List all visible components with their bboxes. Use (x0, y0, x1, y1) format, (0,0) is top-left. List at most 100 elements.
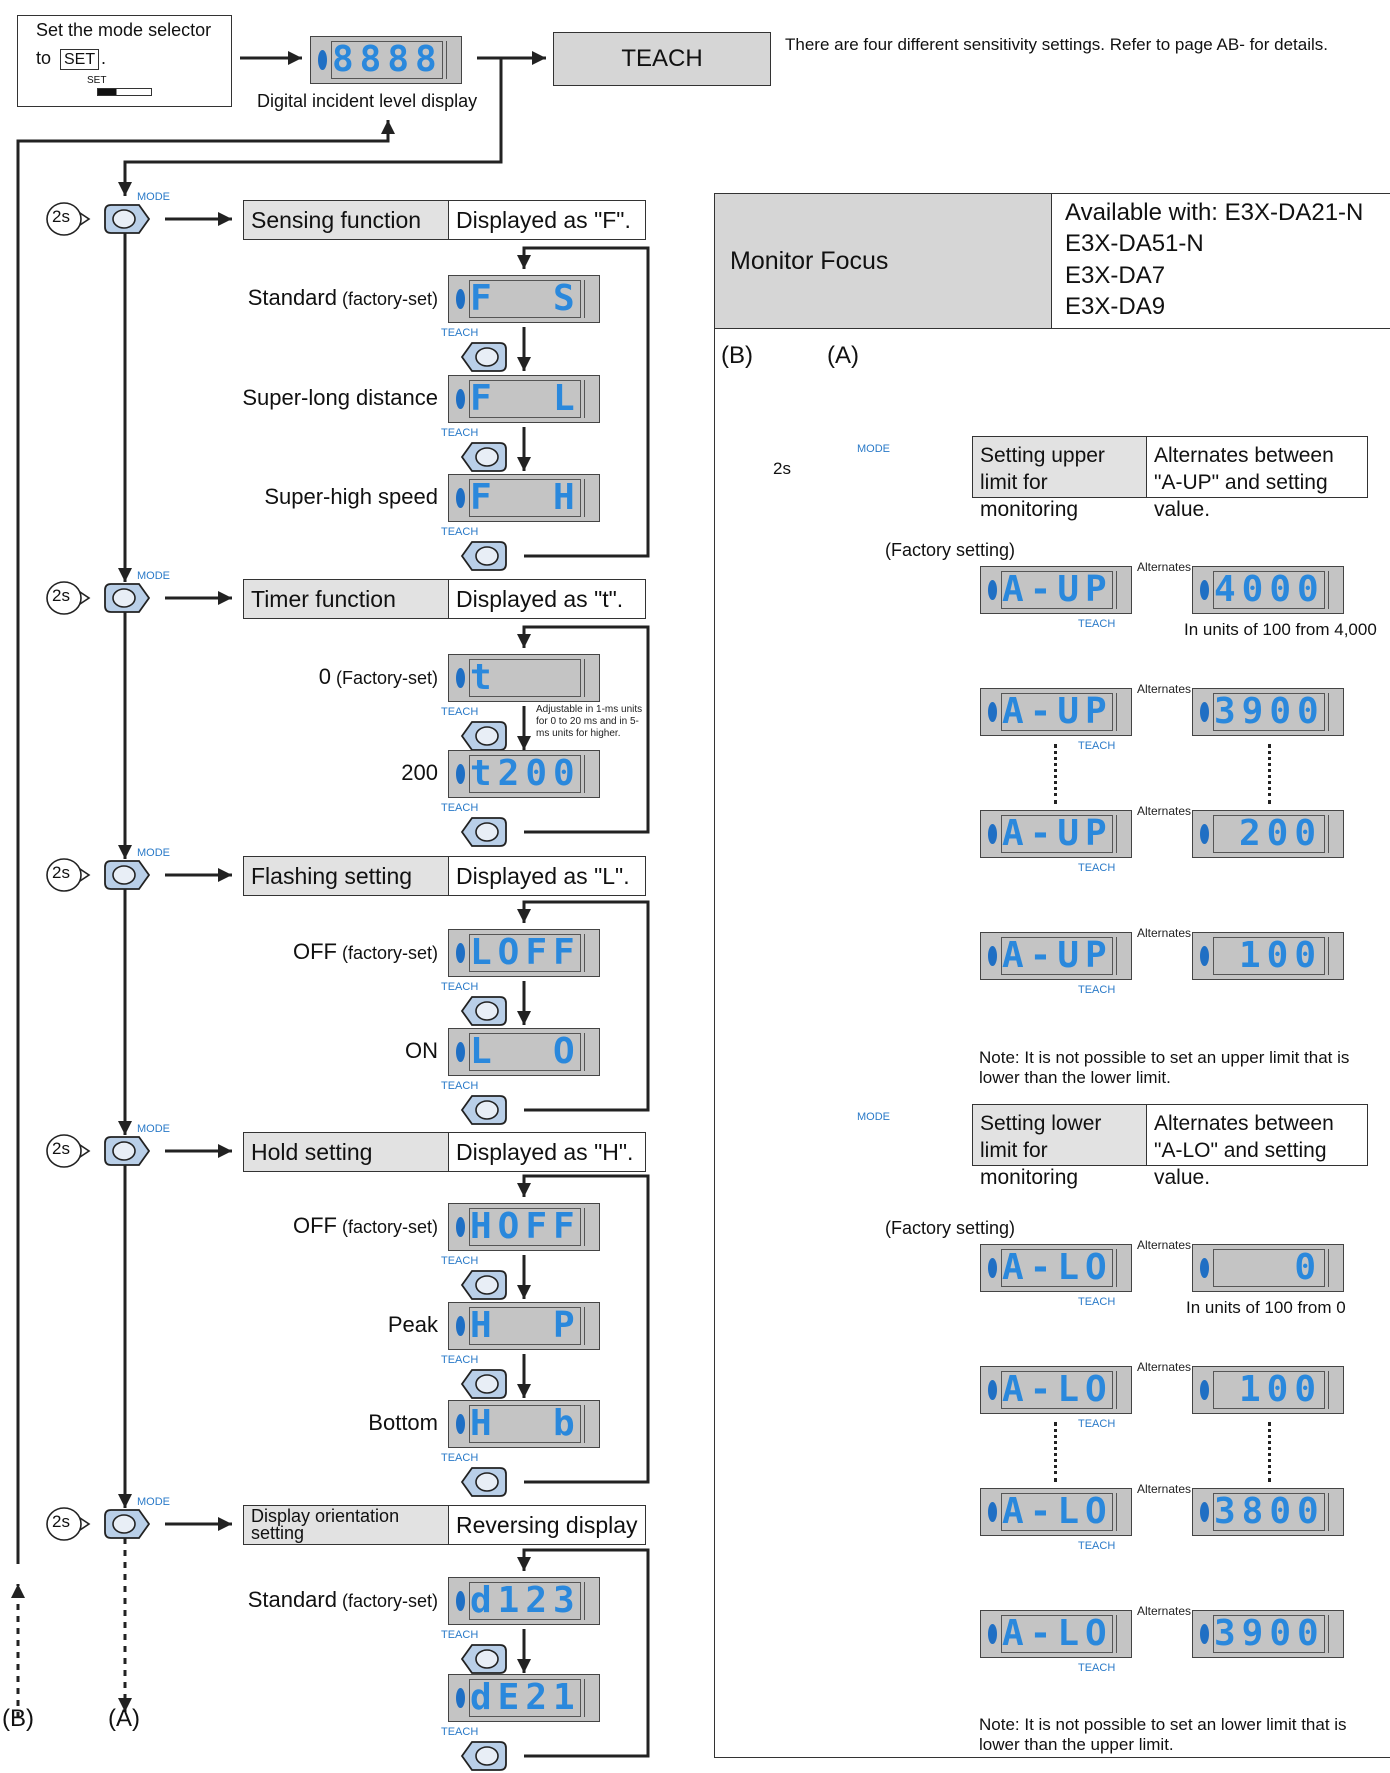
display-led-dot (456, 668, 465, 688)
option-qualifier: (factory-set) (336, 289, 438, 309)
display-end-cap (446, 41, 461, 79)
teach-button[interactable] (460, 721, 507, 751)
arrow-next-option-head (517, 457, 531, 471)
display-digits: t 0 (469, 659, 581, 697)
option-display: dE21 (448, 1674, 600, 1722)
display-led-dot (1200, 1502, 1209, 1522)
teach-button[interactable] (460, 1741, 507, 1771)
mode-button[interactable] (104, 204, 151, 234)
availability-line3: E3X-DA7 (1065, 262, 1166, 289)
display-end-cap (1116, 1615, 1131, 1653)
display-end-cap (1328, 815, 1343, 853)
arrow-to-next-function-head (118, 568, 132, 582)
teach-button[interactable] (460, 1095, 507, 1125)
teach-button[interactable] (460, 1270, 507, 1300)
function-desc: Displayed as "L". (449, 857, 644, 895)
option-display: HOFF (448, 1203, 600, 1251)
mode-button[interactable] (104, 583, 151, 613)
option-label: 200 (401, 760, 438, 786)
function-desc: Displayed as "F". (449, 201, 644, 239)
upper-limit-note: Note: It is not possible to set an upper… (979, 1048, 1350, 1087)
display-led-dot (988, 702, 997, 722)
display-end-cap (1116, 937, 1131, 975)
instruction-period: . (101, 48, 107, 68)
display-led-dot (1200, 824, 1209, 844)
option-qualifier: (factory-set) (336, 1591, 438, 1611)
lower-code-display: A-LO (980, 1488, 1132, 1536)
lower-units-note: In units of 100 from 0 (1186, 1298, 1346, 1317)
mode-label: MODE (137, 1496, 170, 1508)
arrow-mode-to-header-head (218, 868, 232, 882)
mode-button[interactable] (104, 1136, 151, 1166)
option-name: OFF (292, 1213, 337, 1238)
ellipsis-dots-lower-right (1268, 1422, 1271, 1482)
display-digits: d123 (469, 1582, 581, 1620)
display-end-cap (1116, 1371, 1131, 1409)
teach-label: TEACH (1078, 1418, 1116, 1430)
lower-value-display: 0 (1192, 1244, 1344, 1292)
function-title: Display orientation setting (244, 1506, 449, 1544)
upper-code-display: A-UP (980, 566, 1132, 614)
option-label: Standard (factory-set) (248, 285, 438, 311)
display-digits: A-UP (1001, 937, 1113, 975)
teach-button[interactable] (460, 442, 507, 472)
two-second-bubble (46, 858, 91, 892)
dashed-from-b-bottom-head (11, 1584, 25, 1598)
function-desc: Displayed as "t". (449, 580, 644, 618)
option-name: Super-high speed (264, 484, 438, 509)
display-digits: 100 (1213, 1371, 1325, 1409)
teach-label: TEACH (441, 1629, 479, 1641)
display-led-dot (456, 389, 465, 409)
teach-label: TEACH (1078, 618, 1116, 630)
display-led-dot (988, 1258, 997, 1278)
teach-button[interactable] (460, 817, 507, 847)
teach-button[interactable] (460, 1644, 507, 1674)
display-digits: H PE (469, 1307, 581, 1345)
arrow-mode-to-header-head (218, 591, 232, 605)
display-digits: A-LO (1001, 1371, 1113, 1409)
display-end-cap (1116, 815, 1131, 853)
display-led-dot (988, 1380, 997, 1400)
arrow-next-option-head (517, 1659, 531, 1673)
mode-selector-switch (97, 88, 152, 96)
display-end-cap (584, 1405, 599, 1443)
option-label: ON (405, 1038, 438, 1064)
teach-button[interactable] (460, 342, 507, 372)
display-end-cap (1328, 1493, 1343, 1531)
two-second-bubble (46, 1134, 91, 1168)
display-end-cap (1328, 937, 1343, 975)
display-end-cap (1116, 1493, 1131, 1531)
display-digits: F St (469, 280, 581, 318)
display-led-dot (456, 1316, 465, 1336)
teach-label: TEACH (441, 327, 479, 339)
teach-label: TEACH (1078, 1540, 1116, 1552)
teach-label: TEACH (441, 1354, 479, 1366)
mode-label: MODE (137, 191, 170, 203)
mode-button[interactable] (104, 1509, 151, 1539)
ellipsis-dots-upper-left (1054, 744, 1057, 804)
option-label: 0 (Factory-set) (319, 664, 438, 690)
upper-value-display: 200 (1192, 810, 1344, 858)
mode-button[interactable] (104, 860, 151, 890)
teach-button[interactable] (460, 1467, 507, 1497)
option-name: Standard (247, 1587, 337, 1612)
teach-button[interactable] (460, 541, 507, 571)
display-digits: 200 (1213, 815, 1325, 853)
arrow-next-option-head (517, 1384, 531, 1398)
two-seconds-label: 2s (52, 1512, 70, 1531)
display-end-cap (1116, 1249, 1131, 1287)
teach-button[interactable] (460, 1369, 507, 1399)
display-digits: t200 (469, 755, 581, 793)
monitor-title: Monitor Focus (730, 247, 889, 275)
loop-back-to-first-option-head (517, 255, 531, 269)
teach-button[interactable] (460, 996, 507, 1026)
option-name: ON (405, 1038, 438, 1063)
display-led-dot (456, 764, 465, 784)
lower-code-display: A-LO (980, 1244, 1132, 1292)
arrow-mode-to-header-head (218, 1144, 232, 1158)
option-display: H bO (448, 1400, 600, 1448)
teach-label: TEACH (441, 1255, 479, 1267)
option-name: Standard (247, 285, 337, 310)
option-qualifier: (factory-set) (336, 1217, 438, 1237)
lower-code-display: A-LO (980, 1610, 1132, 1658)
